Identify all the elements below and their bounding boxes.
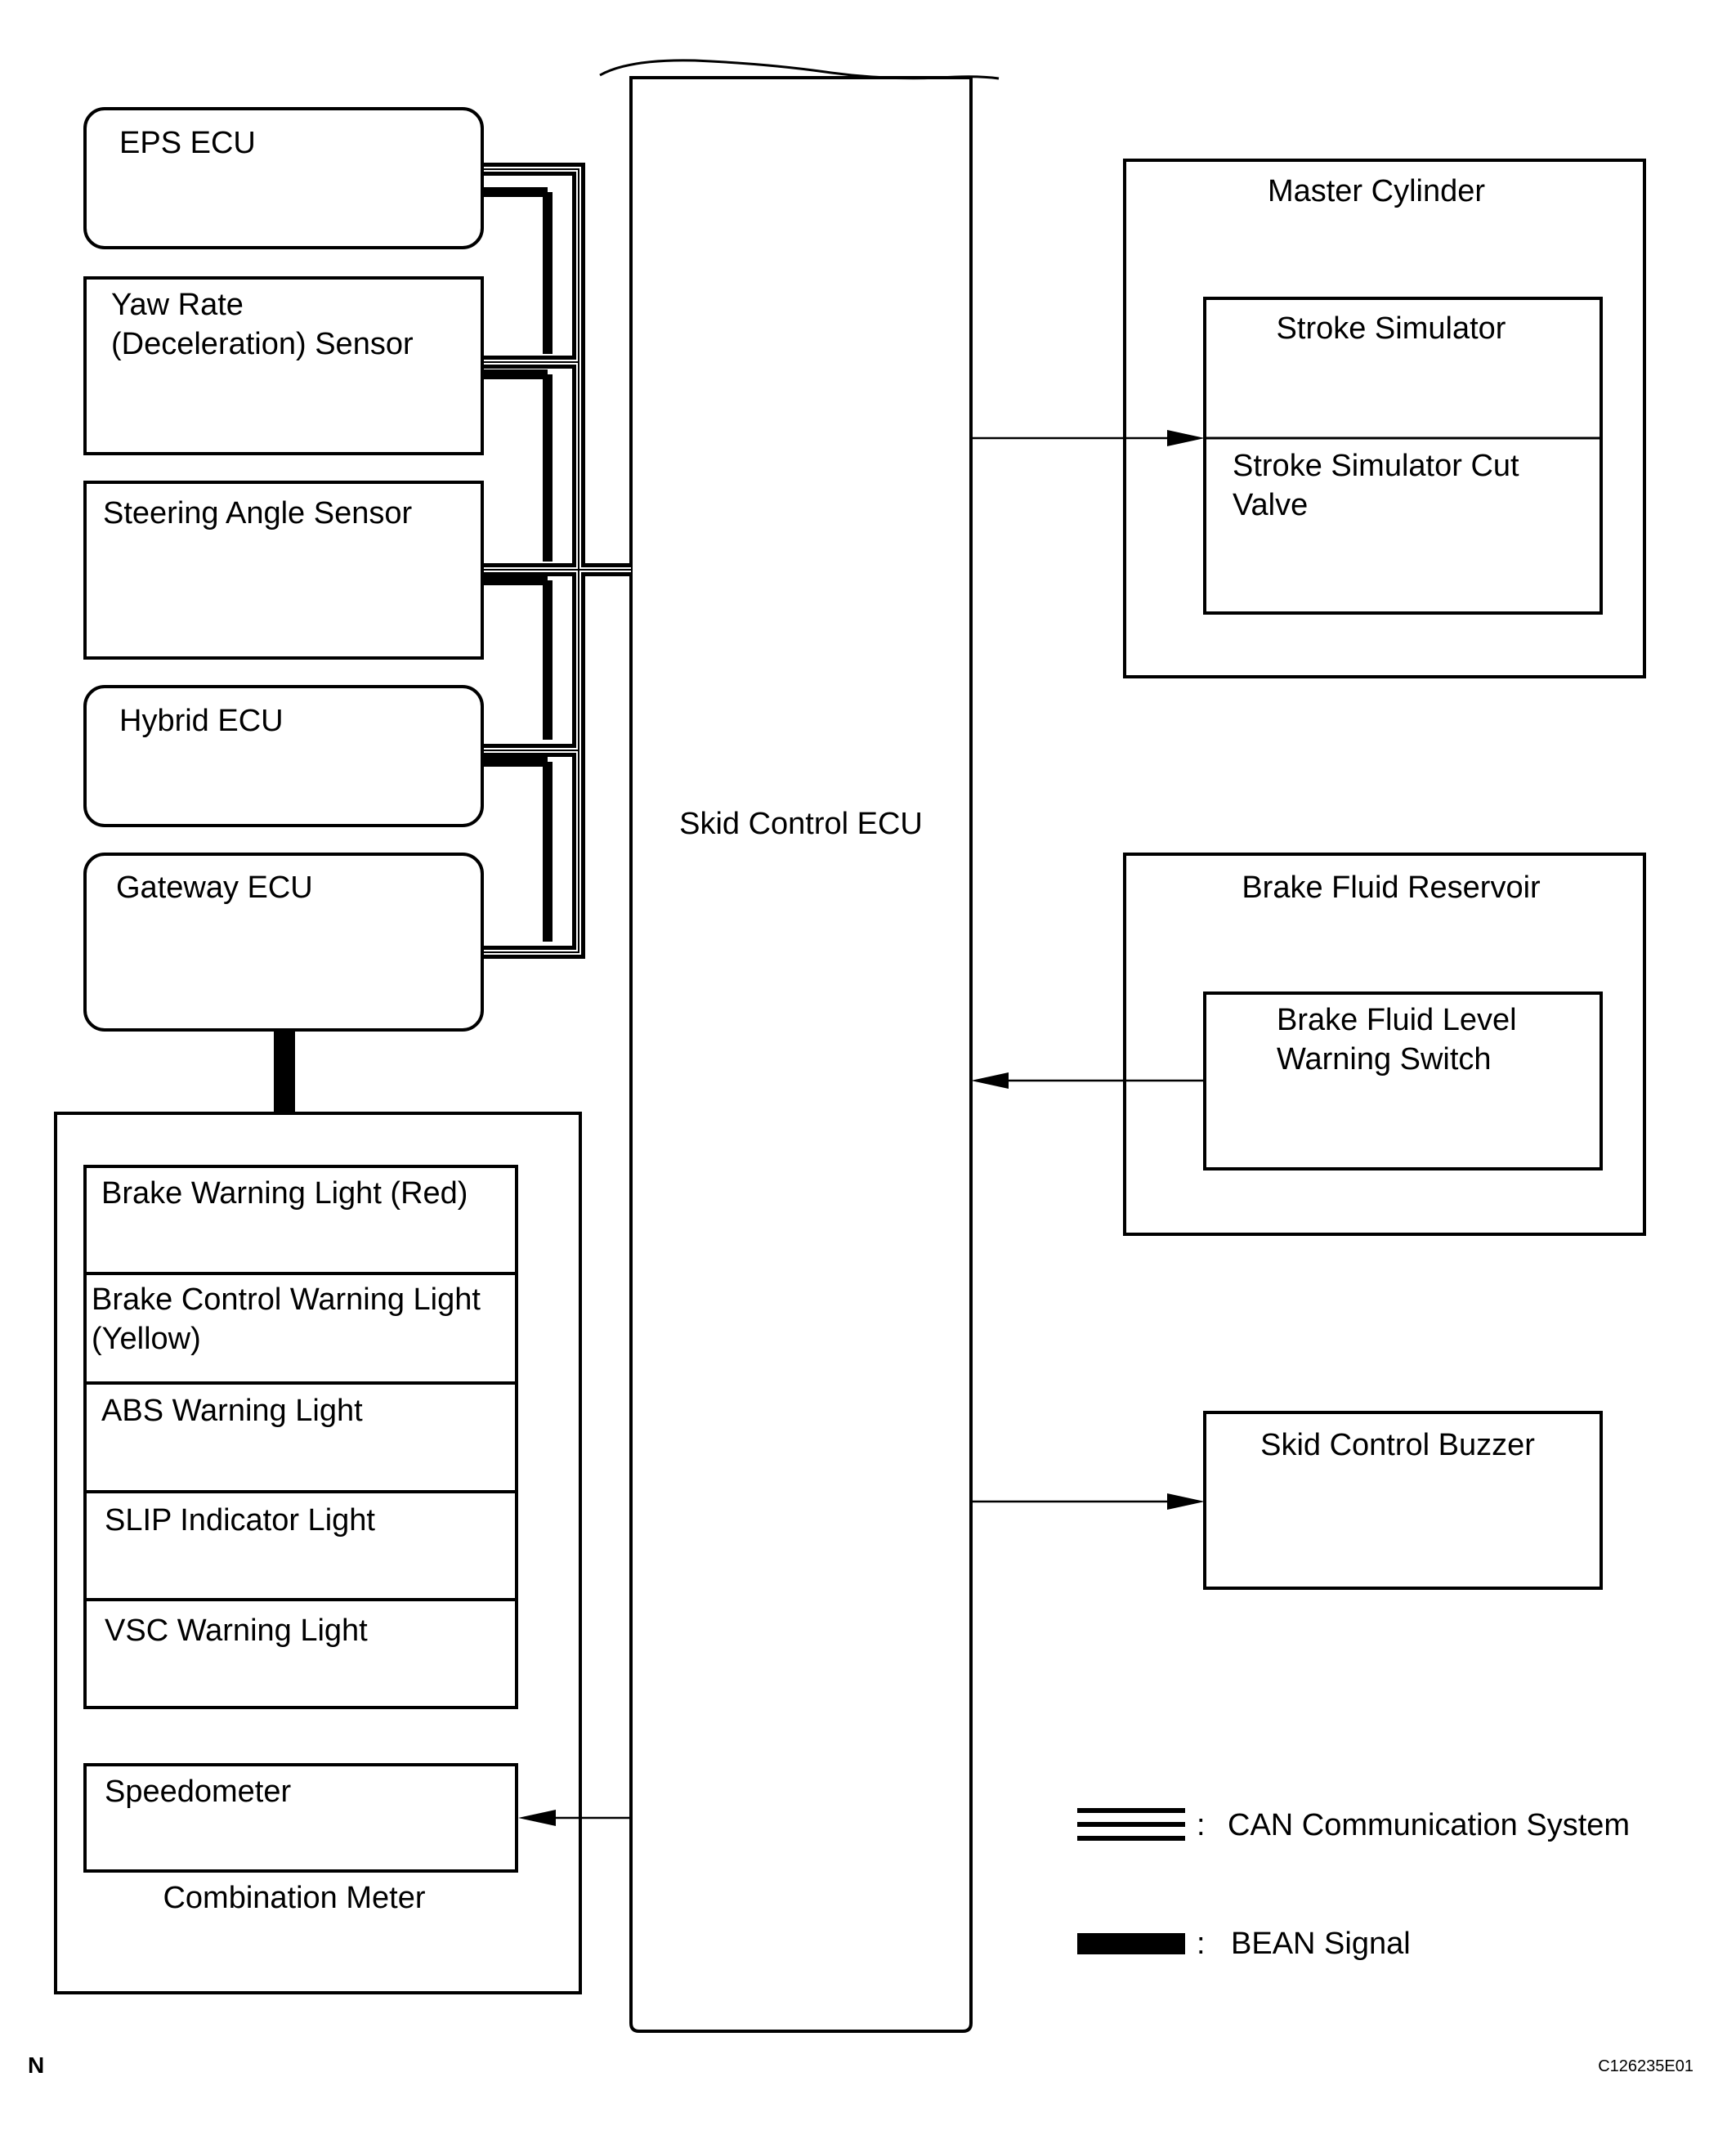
legend-bean-symbol: [1077, 1933, 1185, 1954]
arrow-from-brake-fluid-switch: [971, 1072, 1205, 1089]
eps-ecu-label: EPS ECU: [119, 126, 256, 160]
skid-control-buzzer-label: Skid Control Buzzer: [1260, 1428, 1535, 1462]
arrow-to-speedometer: [518, 1810, 631, 1826]
stroke-simulator-label: Stroke Simulator: [1277, 311, 1506, 346]
corner-mark: N: [28, 2052, 44, 2078]
brake-control-warning-light-label-line1: Brake Control Warning Light: [92, 1282, 481, 1317]
yaw-rate-sensor-label-line2: (Deceleration) Sensor: [111, 327, 414, 361]
legend-can-symbol: [1077, 1808, 1185, 1841]
figure-code: C126235E01: [1598, 2057, 1693, 2075]
arrow-to-stroke-simulator: [971, 430, 1205, 446]
legend-bean-label: BEAN Signal: [1231, 1927, 1411, 1961]
hybrid-ecu: Hybrid ECU: [83, 685, 484, 827]
arrow-to-buzzer: [971, 1493, 1205, 1510]
brake-fluid-reservoir: Brake Fluid Reservoir Brake Fluid Level …: [1123, 853, 1646, 1236]
steering-angle-sensor: Steering Angle Sensor: [83, 481, 484, 660]
legend-bean-separator: :: [1197, 1927, 1206, 1961]
skid-control-buzzer: Skid Control Buzzer: [1203, 1411, 1603, 1590]
eps-ecu: EPS ECU: [83, 107, 484, 249]
yaw-rate-sensor: Yaw Rate (Deceleration) Sensor: [83, 276, 484, 455]
slip-indicator-light-label: SLIP Indicator Light: [105, 1503, 375, 1538]
vsc-warning-light-label: VSC Warning Light: [105, 1614, 368, 1648]
legend: : CAN Communication System : BEAN Signal: [1077, 1808, 1630, 1961]
brake-fluid-level-switch-label-line1: Brake Fluid Level: [1277, 1003, 1517, 1037]
brake-warning-light-label: Brake Warning Light (Red): [101, 1176, 468, 1211]
brake-fluid-level-switch-label-line2: Warning Switch: [1277, 1042, 1492, 1076]
legend-can-separator: :: [1197, 1808, 1206, 1842]
gateway-ecu-label: Gateway ECU: [116, 871, 313, 905]
master-cylinder-label: Master Cylinder: [1268, 174, 1485, 208]
master-cylinder: Master Cylinder Stroke Simulator Stroke …: [1123, 159, 1646, 678]
skid-control-ecu-label: Skid Control ECU: [679, 807, 923, 841]
can-bus-wiring: [481, 163, 631, 959]
combination-meter-title: Combination Meter: [163, 1881, 425, 1915]
speedometer-label: Speedometer: [105, 1775, 291, 1809]
stroke-simulator-cut-valve-label-line2: Valve: [1233, 488, 1308, 522]
steering-angle-sensor-label: Steering Angle Sensor: [103, 496, 412, 530]
combination-meter: Brake Warning Light (Red) Brake Control …: [54, 1112, 582, 1994]
legend-can-label: CAN Communication System: [1228, 1808, 1630, 1842]
stroke-simulator-cut-valve-label-line1: Stroke Simulator Cut: [1233, 449, 1519, 483]
brake-control-warning-light-label-line2: (Yellow): [92, 1322, 201, 1356]
abs-warning-light-label: ABS Warning Light: [101, 1394, 363, 1428]
yaw-rate-sensor-label-line1: Yaw Rate: [111, 288, 244, 322]
skid-control-ecu-block: Skid Control ECU: [599, 59, 1000, 2033]
gateway-ecu: Gateway ECU: [83, 853, 484, 1032]
brake-fluid-reservoir-label: Brake Fluid Reservoir: [1242, 871, 1541, 905]
hybrid-ecu-label: Hybrid ECU: [119, 704, 284, 738]
